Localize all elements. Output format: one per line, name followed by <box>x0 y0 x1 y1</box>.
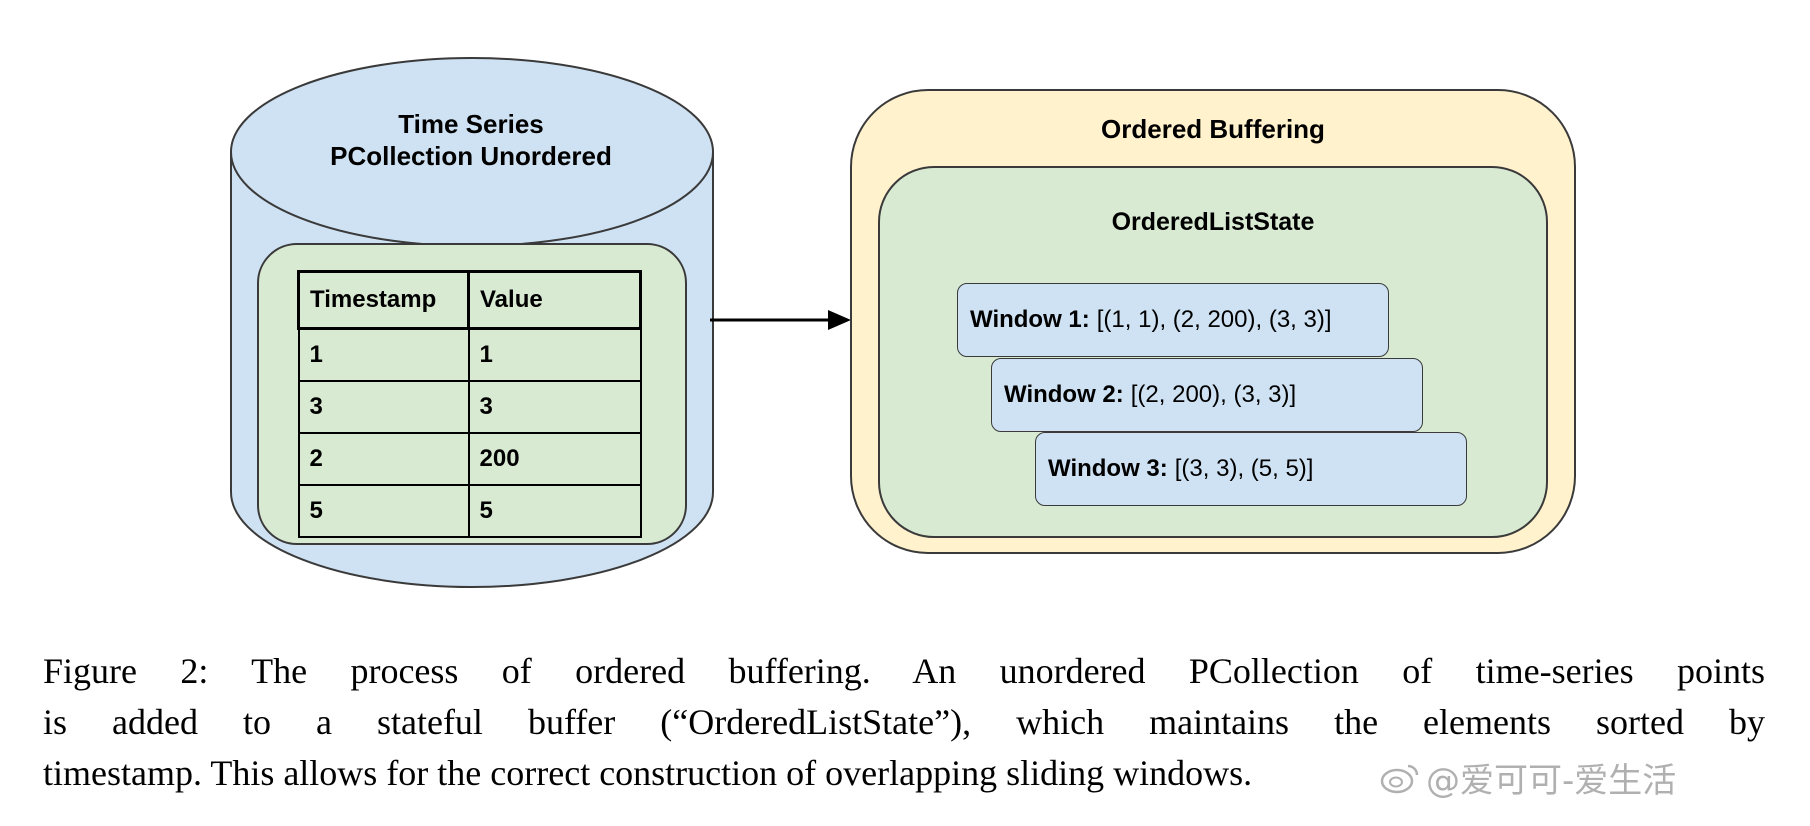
table-header-row: Timestamp Value <box>297 270 642 330</box>
table-row: 1 1 <box>297 327 642 382</box>
window-label: Window 1: <box>970 306 1090 333</box>
watermark-text: @爱可可-爱生活 <box>1426 760 1677 801</box>
weibo-icon <box>1380 764 1419 794</box>
watermark: @爱可可-爱生活 <box>1380 752 1676 802</box>
column-header-value: Value <box>467 270 642 330</box>
cell-value: 5 <box>467 484 642 538</box>
cell-timestamp: 5 <box>297 484 470 538</box>
window-label: Window 3: <box>1048 455 1168 482</box>
cell-value: 1 <box>467 327 642 382</box>
ordered-buffering-title: Ordered Buffering <box>1101 114 1325 144</box>
window-value: [(3, 3), (5, 5)] <box>1174 455 1314 482</box>
window-label: Window 2: <box>1004 381 1124 408</box>
window-value: [(1, 1), (2, 200), (3, 3)] <box>1096 306 1332 333</box>
figure-caption: Figure 2: The process of ordered bufferi… <box>43 646 1765 799</box>
window-value: [(2, 200), (3, 3)] <box>1130 381 1297 408</box>
cell-timestamp: 3 <box>297 380 470 434</box>
caption-line-3: timestamp. This allows for the correct c… <box>43 753 1253 793</box>
cylinder-title-line2: PCollection Unordered <box>330 141 612 171</box>
cell-value: 200 <box>467 432 642 486</box>
cylinder-title-line1: Time Series <box>398 109 544 139</box>
cell-value: 3 <box>467 380 642 434</box>
window-box-2: Window 2: [(2, 200), (3, 3)] <box>991 358 1423 432</box>
window-box-3: Window 3: [(3, 3), (5, 5)] <box>1035 432 1467 506</box>
cell-timestamp: 2 <box>297 432 470 486</box>
arrow-right-icon <box>710 310 851 330</box>
column-header-timestamp: Timestamp <box>297 270 470 330</box>
table-row: 3 3 <box>297 380 642 434</box>
table-row: 2 200 <box>297 432 642 486</box>
caption-line-2: is added to a stateful buffer (“OrderedL… <box>43 702 1765 742</box>
ordered-list-state-title: OrderedListState <box>1111 208 1315 236</box>
window-box-1: Window 1: [(1, 1), (2, 200), (3, 3)] <box>957 283 1389 357</box>
timeseries-table: Timestamp Value 1 1 3 3 2 200 5 5 <box>297 270 642 538</box>
caption-line-1: Figure 2: The process of ordered bufferi… <box>43 651 1765 691</box>
table-row: 5 5 <box>297 484 642 538</box>
cell-timestamp: 1 <box>297 327 470 382</box>
